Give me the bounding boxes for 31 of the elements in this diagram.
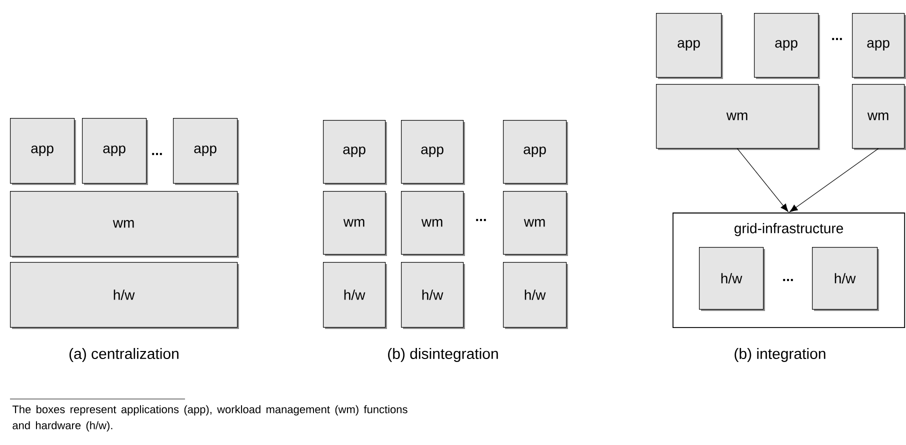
layer-box: app (173, 118, 239, 185)
layer-box: app (656, 13, 723, 79)
layer-box: h/w (401, 262, 465, 329)
arrow (737, 148, 788, 212)
ellipsis: ... (832, 38, 842, 40)
caption: (b) disintegration (388, 348, 498, 362)
layer-box: app (852, 13, 906, 79)
layer-box: wm (852, 84, 906, 150)
layer-box: h/w (10, 262, 239, 329)
layer-box: app (754, 13, 820, 79)
layer-box: wm (323, 191, 387, 256)
caption: (b) integration (734, 348, 826, 362)
layer-box: app (401, 120, 465, 185)
layer-box: wm (401, 191, 465, 256)
ellipsis: ... (152, 152, 162, 156)
layer-box: wm (656, 84, 820, 150)
layer-box: app (503, 120, 568, 185)
layer-box: app (323, 120, 387, 185)
ellipsis: ... (783, 278, 793, 282)
footnote: The boxes represent applications (app), workload management (wm) functions and hardware (h/w). (12, 405, 408, 432)
layer-box: wm (10, 191, 239, 258)
ellipsis: ... (476, 218, 486, 222)
layer-box: h/w (699, 247, 765, 311)
layer-box: app (10, 118, 76, 185)
layer-box: h/w (503, 262, 568, 329)
layer-box: wm (503, 191, 568, 256)
layer-box: h/w (812, 247, 879, 311)
arrow (789, 148, 879, 212)
layer-box: app (82, 118, 148, 185)
caption: (a) centralization (69, 348, 178, 362)
layer-box: h/w (323, 262, 387, 329)
